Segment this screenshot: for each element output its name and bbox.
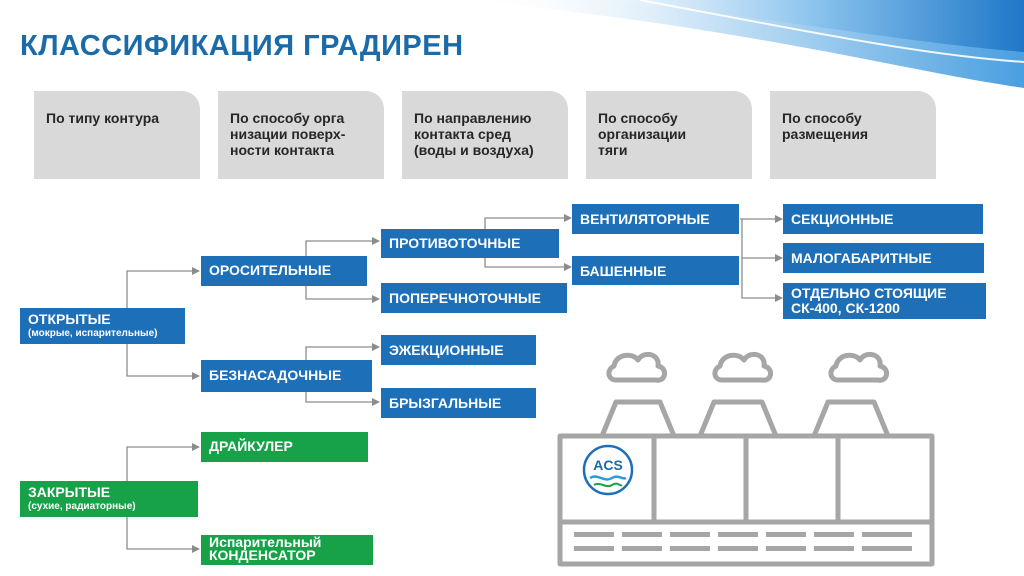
node-open-type: ОТКРЫТЫЕ (мокрые, испарительные) bbox=[20, 308, 185, 344]
node-evaporative-condenser: Испарительный КОНДЕНСАТОР bbox=[201, 535, 373, 565]
company-logo: ACS bbox=[582, 444, 634, 496]
node-evaporative-condenser-line1: Испарительный bbox=[209, 535, 322, 550]
node-closed-type: ЗАКРЫТЫЕ (сухие, радиаторные) bbox=[20, 481, 198, 517]
category-header-draft-method: По способу организации тяги bbox=[586, 91, 752, 179]
steam-cloud-icon bbox=[606, 351, 667, 383]
node-open-type-label: ОТКРЫТЫЕ bbox=[28, 311, 111, 327]
node-irrigation: ОРОСИТЕЛЬНЫЕ bbox=[201, 256, 367, 286]
node-crossflow: ПОПЕРЕЧНОТОЧНЫЕ bbox=[381, 283, 567, 313]
node-closed-type-label: ЗАКРЫТЫЕ bbox=[28, 484, 111, 500]
node-fan: ВЕНТИЛЯТОРНЫЕ bbox=[572, 204, 739, 234]
steam-cloud-icon bbox=[712, 351, 773, 383]
node-compact: МАЛОГАБАРИТНЫЕ bbox=[783, 243, 984, 273]
node-standalone: ОТДЕЛЬНО СТОЯЩИЕ СК-400, СК-1200 bbox=[783, 283, 986, 319]
node-counterflow: ПРОТИВОТОЧНЫЕ bbox=[381, 229, 559, 258]
node-spray: БРЫЗГАЛЬНЫЕ bbox=[381, 388, 536, 418]
node-standalone-line1: ОТДЕЛЬНО СТОЯЩИЕ bbox=[791, 285, 947, 301]
node-open-type-sublabel: (мокрые, испарительные) bbox=[28, 328, 158, 339]
node-standalone-line2: СК-400, СК-1200 bbox=[791, 300, 900, 316]
category-header-contact-surface: По способу орга низации поверх- ности ко… bbox=[218, 91, 384, 179]
node-tower: БАШЕННЫЕ bbox=[572, 256, 739, 285]
node-evaporative-condenser-line2: КОНДЕНСАТОР bbox=[209, 547, 316, 563]
node-closed-type-sublabel: (сухие, радиаторные) bbox=[28, 501, 136, 512]
category-header-placement: По способу размещения bbox=[770, 91, 936, 179]
steam-cloud-icon bbox=[828, 351, 889, 383]
node-non-packed: БЕЗНАСАДОЧНЫЕ bbox=[201, 360, 372, 392]
logo-text: ACS bbox=[593, 457, 623, 473]
category-header-flow-direction: По направлению контакта сред (воды и воз… bbox=[402, 91, 568, 179]
node-drycooler: ДРАЙКУЛЕР bbox=[201, 432, 368, 462]
node-sectional: СЕКЦИОННЫЕ bbox=[783, 204, 983, 234]
page-title: КЛАССИФИКАЦИЯ ГРАДИРЕН bbox=[20, 30, 464, 62]
cooling-tower-illustration: ACS bbox=[557, 351, 935, 567]
category-header-circuit-type: По типу контура bbox=[34, 91, 200, 179]
node-ejection: ЭЖЕКЦИОННЫЕ bbox=[381, 335, 536, 365]
